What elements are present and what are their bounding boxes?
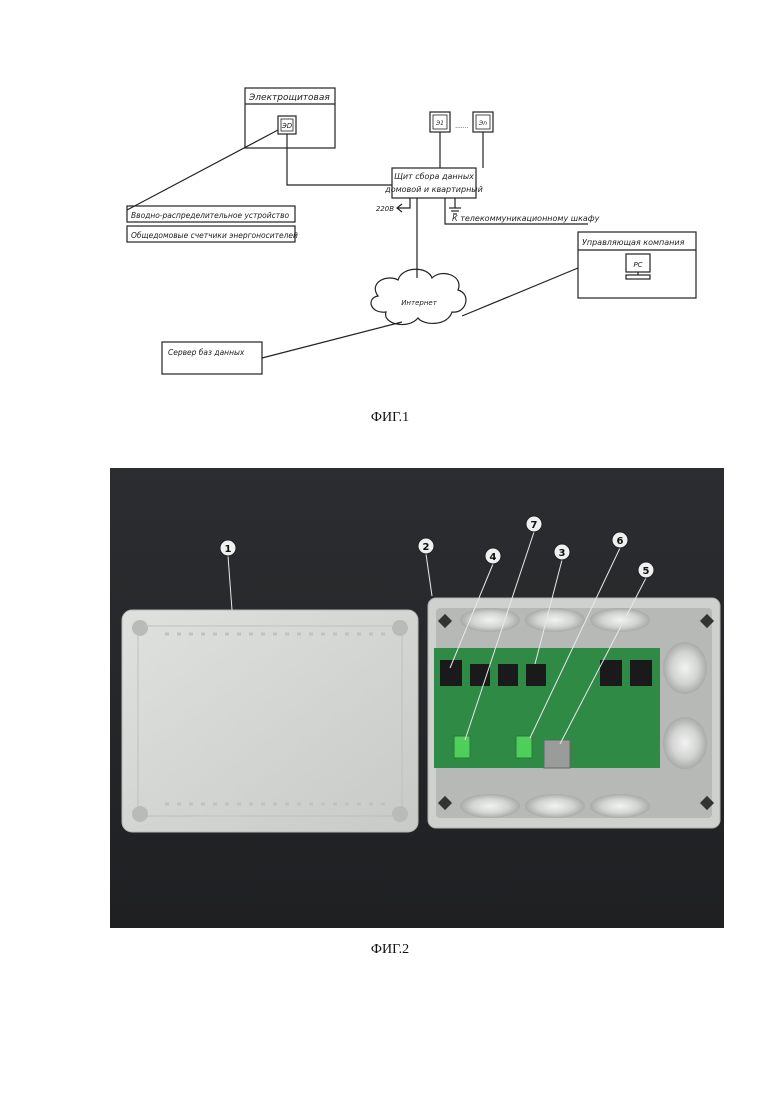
distribution-device-label: Вводно-распределительное устройство: [131, 211, 290, 220]
block-diagram: Электрощитовая ЭD Э1 ....... Эn Щит сбор…: [110, 80, 710, 390]
callout-7: 7: [531, 520, 538, 531]
database-server-box: [162, 342, 262, 374]
callout-4: 4: [490, 552, 497, 563]
building-meter-label: ЭD: [281, 122, 293, 130]
pc-label: PC: [633, 261, 642, 269]
common-meters-label: Общедомовые счетчики энергоносителей: [131, 231, 298, 240]
callout-3: 3: [559, 548, 566, 559]
management-company-label: Управляющая компания: [582, 238, 685, 247]
apartment-meter-n-label: Эn: [478, 120, 487, 127]
figure1-caption: ФИГ.1: [0, 410, 780, 426]
callout-1: 1: [225, 544, 232, 555]
callout-6: 6: [617, 536, 624, 547]
telecom-label: К телекоммуникационному шкафу: [452, 214, 600, 223]
callout-2: 2: [423, 542, 430, 553]
figure2-caption: ФИГ.2: [0, 942, 780, 958]
apartment-meter-ellipsis: .......: [455, 123, 468, 130]
enclosure-lid: [122, 610, 418, 832]
database-server-label: Сервер баз данных: [168, 348, 245, 357]
callout-5: 5: [643, 566, 650, 577]
device-photo: 1 2 7 4 3 6 5: [110, 468, 724, 928]
internet-label: Интернет: [401, 299, 438, 307]
circuit-board: [434, 648, 660, 768]
data-panel-label-line2: домовой и квартирный: [384, 185, 483, 194]
internet-cloud: [371, 269, 466, 324]
power-label: 220В: [376, 205, 394, 213]
data-panel-label-line1: Щит сбора данных: [394, 172, 474, 181]
apartment-meter-1-label: Э1: [435, 120, 444, 127]
electrical-room-label: Электрощитовая: [248, 93, 330, 103]
